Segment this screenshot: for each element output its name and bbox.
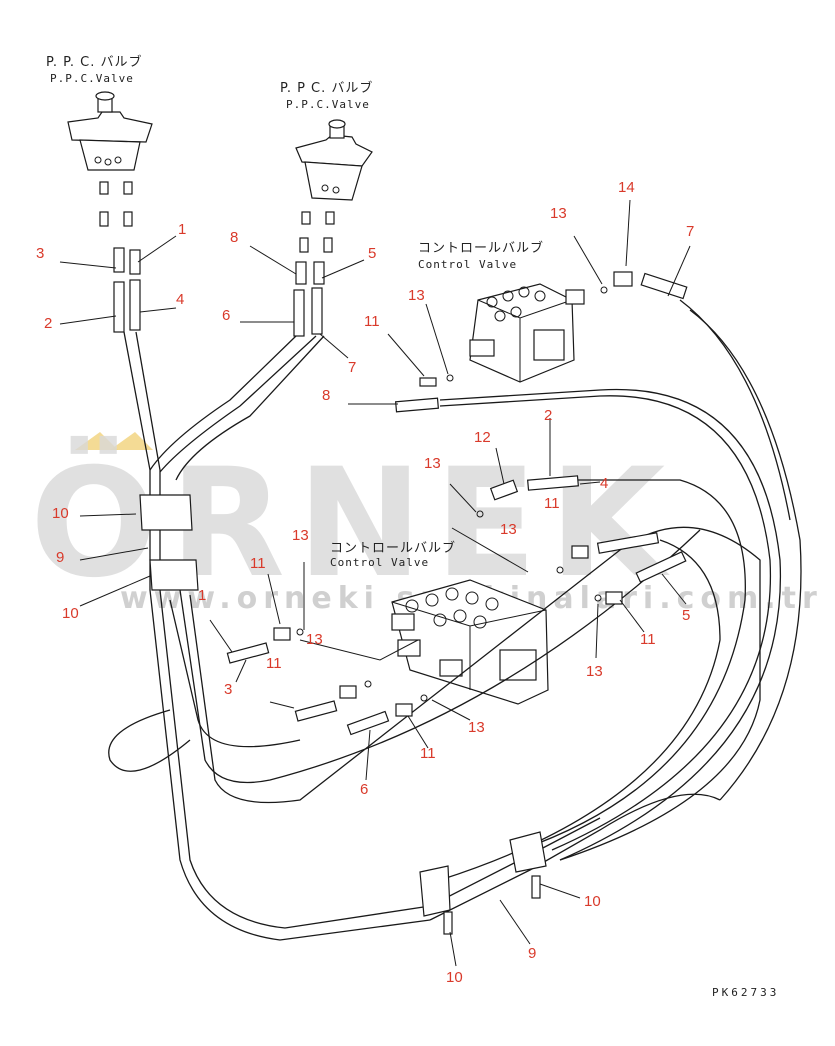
- drawing-code: PK62733: [712, 986, 779, 999]
- control-valve-top: [469, 283, 585, 383]
- control-valve-bottom-en: Control Valve: [330, 556, 429, 569]
- callout-number: 3: [224, 681, 232, 698]
- callout-number: 7: [686, 223, 694, 240]
- callout-number: 11: [250, 555, 266, 572]
- text-labels: P. P. C. バルブ P.P.C.Valve P. P C. バルブ P.P…: [46, 54, 779, 999]
- callout-number: 4: [600, 475, 608, 492]
- callout-number: 10: [446, 969, 463, 986]
- leader-lines: [59, 199, 691, 967]
- callout-number: 10: [52, 505, 69, 522]
- callout-number: 13: [292, 527, 309, 544]
- watermark: ÖRNEK www.orneki smakinalari.com.tr: [30, 432, 817, 616]
- ppc-valve-right: [293, 119, 373, 337]
- callout-number: 9: [56, 549, 64, 566]
- callout-number: 11: [420, 745, 436, 762]
- ppc-valve-right-en: P.P.C.Valve: [286, 98, 370, 111]
- callout-number: 11: [640, 631, 656, 648]
- callout-number: 1: [198, 587, 206, 604]
- callout-number: 7: [348, 359, 356, 376]
- callout-number: 13: [586, 663, 603, 680]
- control-valve-top-jp: コントロールバルブ: [418, 240, 544, 256]
- callout-number: 8: [322, 387, 330, 404]
- callout-number: 14: [618, 179, 635, 196]
- callout-number: 2: [44, 315, 52, 332]
- ppc-valve-right-jp: P. P C. バルブ: [280, 80, 373, 96]
- callout-number: 13: [500, 521, 517, 538]
- callout-number: 13: [306, 631, 323, 648]
- callout-number: 5: [368, 245, 376, 262]
- callout-number: 13: [550, 205, 567, 222]
- callout-number: 9: [528, 945, 536, 962]
- callout-number: 6: [360, 781, 368, 798]
- callout-number: 13: [408, 287, 425, 304]
- ppc-valve-left: [67, 91, 153, 333]
- hose-clamps: [139, 494, 547, 935]
- callout-number: 6: [222, 307, 230, 324]
- callout-number: 10: [62, 605, 79, 622]
- control-valve-top-en: Control Valve: [418, 258, 517, 271]
- callout-number: 11: [364, 313, 380, 330]
- callout-number: 13: [424, 455, 441, 472]
- callout-number: 2: [544, 407, 552, 424]
- callout-number: 8: [230, 229, 238, 246]
- callout-number: 11: [266, 655, 282, 672]
- callout-number: 13: [468, 719, 485, 736]
- ppc-valve-left-jp: P. P. C. バルブ: [46, 54, 143, 70]
- callout-number: 3: [36, 245, 44, 262]
- callout-number: 4: [176, 291, 184, 308]
- ppc-valve-left-en: P.P.C.Valve: [50, 72, 134, 85]
- callout-number: 1: [178, 221, 186, 238]
- callout-number: 10: [584, 893, 601, 910]
- fittings: [226, 271, 688, 736]
- control-valve-bottom: [391, 579, 549, 705]
- hoses: [108, 299, 802, 941]
- callout-number: 12: [474, 429, 491, 446]
- callout-number: 11: [544, 495, 560, 512]
- callout-number: 5: [682, 607, 690, 624]
- control-valve-bottom-jp: コントロールバルブ: [330, 540, 456, 556]
- callout-numbers: 3 1 2 4 8 5 6 7 13 14 7 13 11 8 2 12 13 …: [36, 179, 694, 986]
